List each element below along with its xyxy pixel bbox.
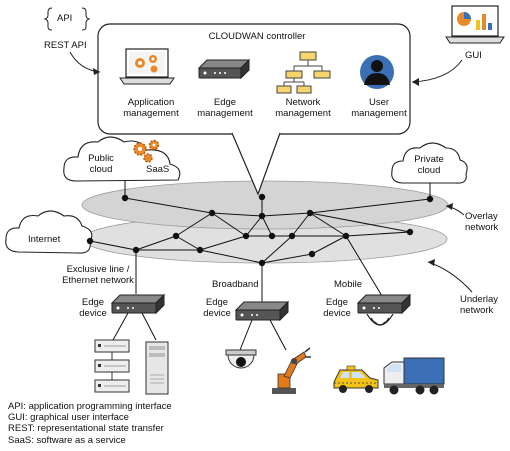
server-rack-icon (94, 339, 130, 393)
user-silhouette-icon (360, 55, 394, 89)
overlay-disk (81, 180, 449, 230)
legend-item-gui: GUI: graphical user interface (8, 412, 129, 424)
delivery-truck-icon (383, 357, 445, 395)
legend: API: application programming interface G… (8, 401, 172, 446)
broadband-label: Broadband (212, 279, 259, 290)
legend-item-saas: SaaS: software as a service (8, 434, 126, 446)
module-label-edge[interactable]: Edge management (197, 97, 253, 119)
api-label: API (57, 13, 73, 24)
rest-api-arrow (69, 51, 101, 73)
internet-cloud-shape[interactable] (5, 210, 93, 254)
private-cloud-shape[interactable] (391, 142, 468, 184)
robot-arm-icon (272, 347, 311, 394)
underlay-pointer (427, 261, 473, 293)
overlay-label: Overlay network (465, 211, 499, 233)
edge-device-icon[interactable] (356, 293, 412, 315)
module-label-user[interactable]: User management (351, 97, 407, 119)
gui-arrow (411, 59, 463, 83)
edge-device-label: Edge device (203, 297, 231, 319)
saas-label: SaaS (146, 164, 170, 175)
dome-camera-icon (225, 349, 257, 369)
saas-gears-icon (133, 139, 160, 163)
gui-laptop-icon (445, 5, 505, 44)
edge-device-label: Edge device (79, 297, 107, 319)
internet-label: Internet (28, 234, 61, 245)
module-label-application[interactable]: Application management (123, 97, 179, 119)
tree-chart-icon (276, 51, 331, 94)
edge-box-icon (197, 58, 251, 80)
public-cloud-label: Public cloud (88, 153, 114, 175)
rest-api-label: REST API (44, 40, 87, 51)
legend-item-rest: REST: representational state transfer (8, 423, 164, 435)
legend-item-api: API: application programming interface (8, 401, 172, 412)
edge-device-icon[interactable] (234, 300, 290, 322)
edge-device-icon[interactable] (110, 293, 166, 315)
wireless-signal-icon (366, 313, 394, 326)
taxi-icon (333, 365, 379, 393)
exclusive-line-label: Exclusive line / Ethernet network (62, 264, 134, 286)
public-cloud-shape[interactable] (63, 136, 181, 182)
gui-label: GUI (465, 50, 482, 61)
server-tower-icon (145, 341, 169, 395)
network-nodes (86, 193, 434, 267)
private-cloud-label: Private cloud (414, 154, 444, 176)
api-bracket (43, 7, 53, 31)
module-label-network[interactable]: Network management (275, 97, 331, 119)
network-links (89, 181, 431, 351)
underlay-label: Underlay network (460, 294, 499, 316)
mobile-label: Mobile (334, 279, 362, 290)
laptop-gears-icon (119, 48, 175, 85)
edge-device-label: Edge device (323, 297, 351, 319)
controller-title: CLOUDWAN controller (208, 31, 306, 42)
